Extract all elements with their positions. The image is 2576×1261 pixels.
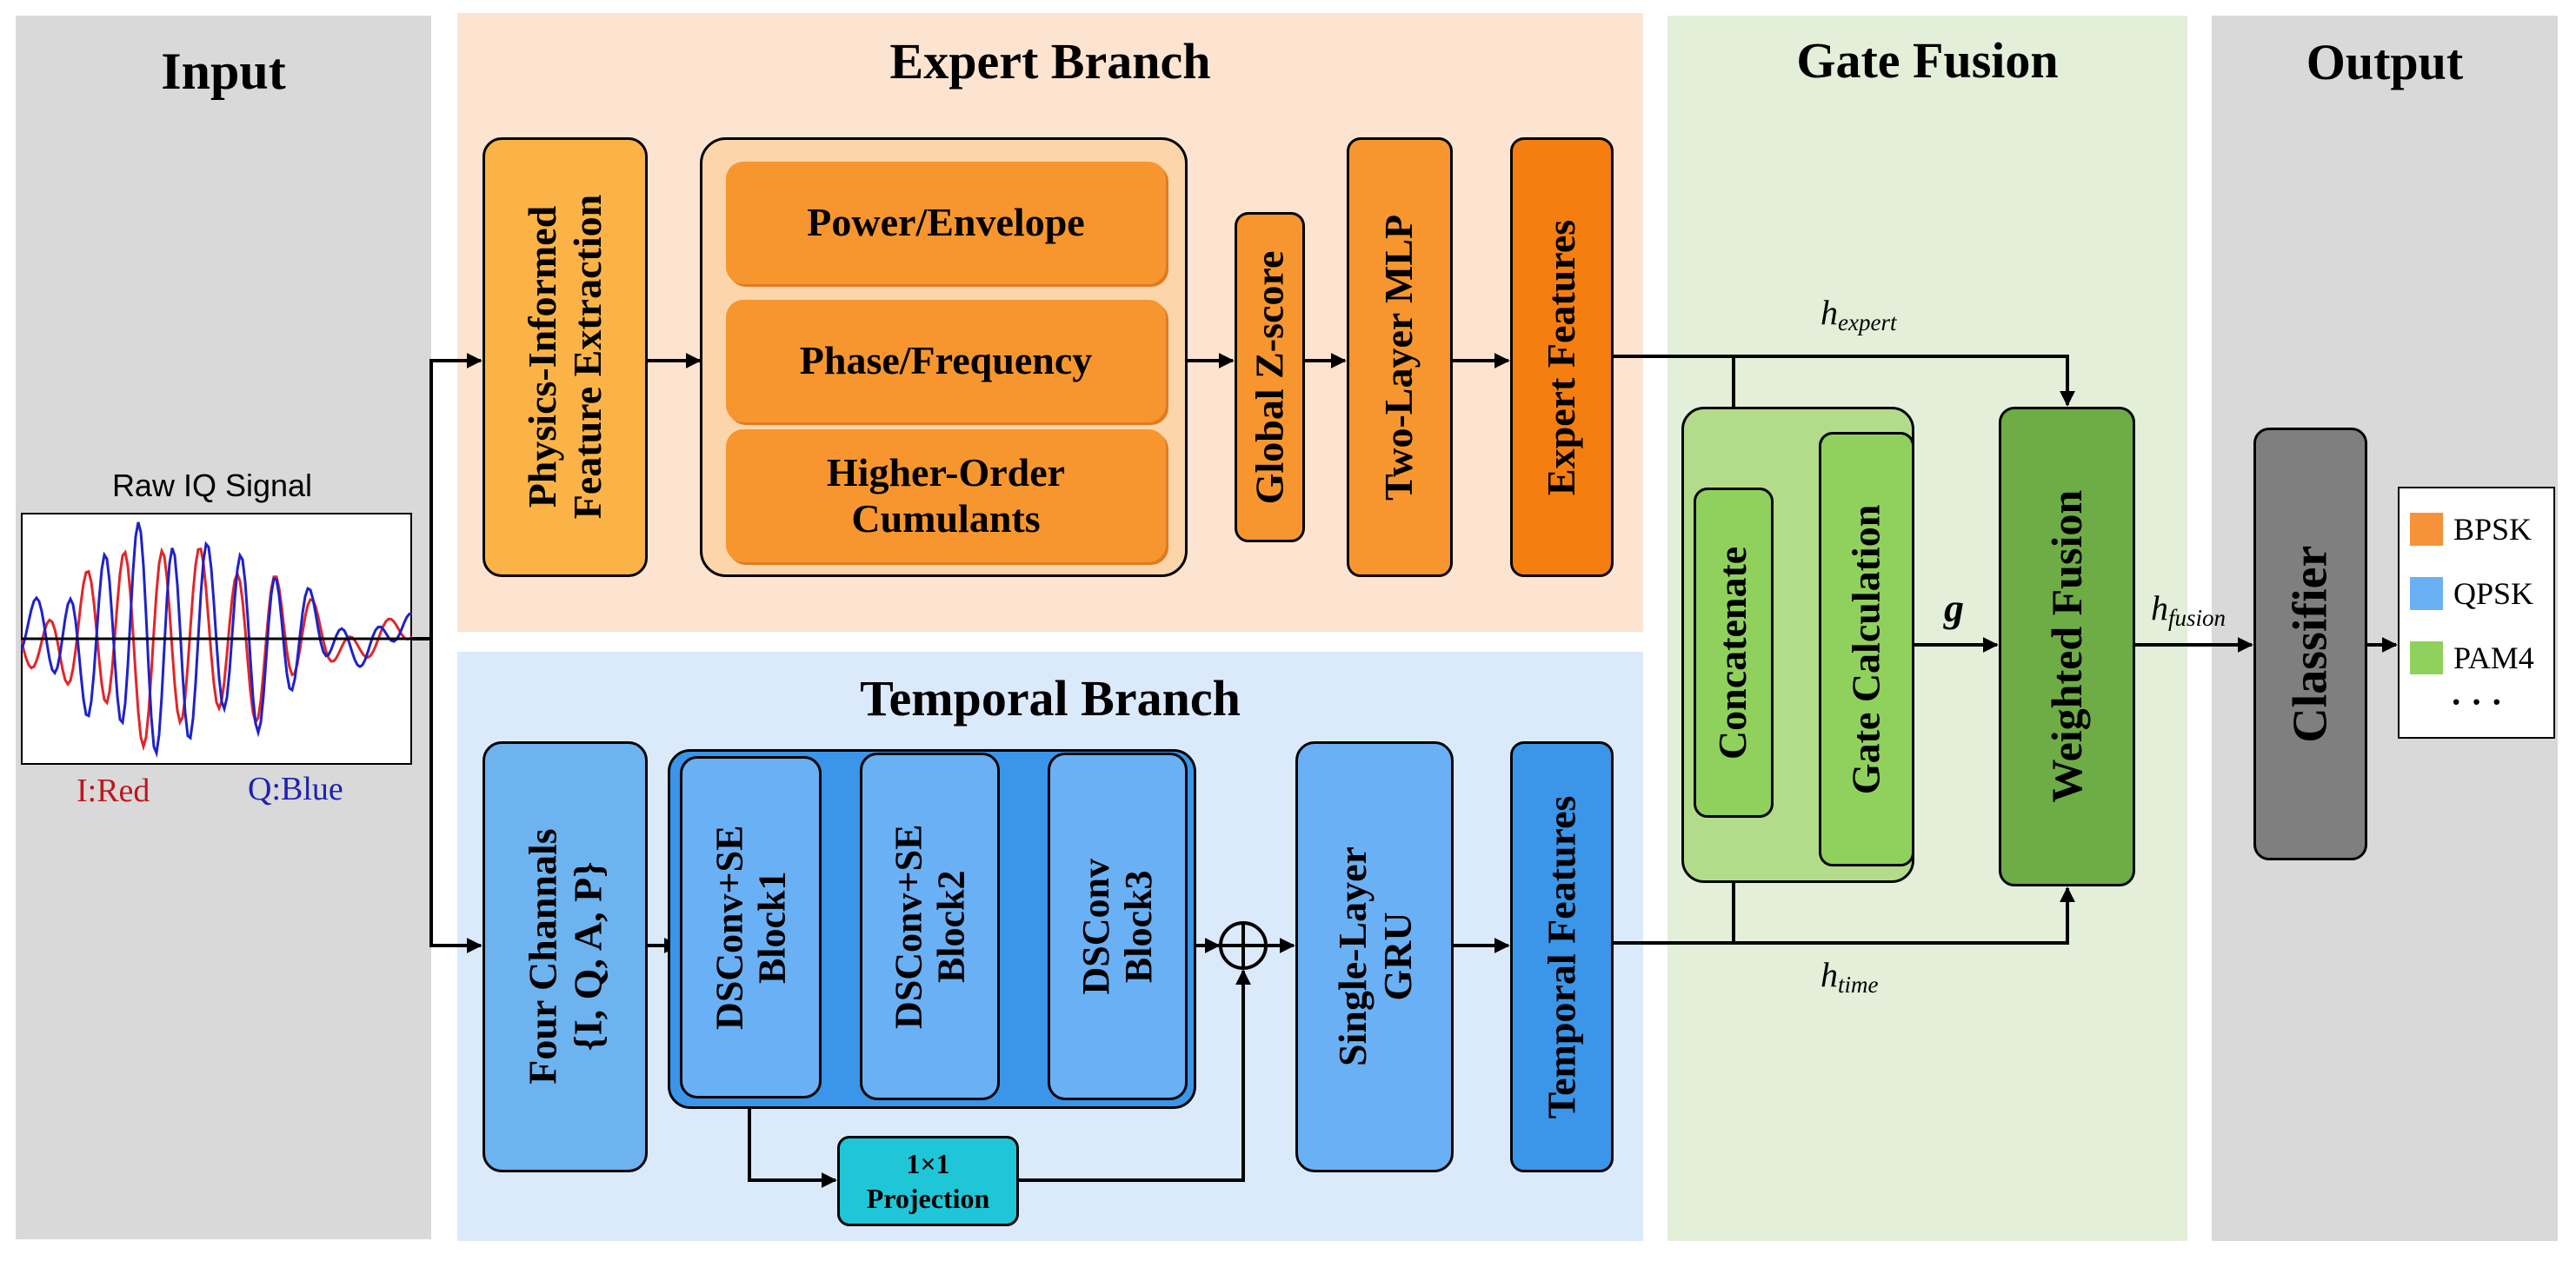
single-layer-gru-box: Single-Layer GRU — [1295, 741, 1454, 1172]
two-layer-mlp-box: Two-Layer MLP — [1347, 137, 1453, 577]
projection-line1: 1×1 — [906, 1148, 950, 1179]
classifier-label: Classifier — [2283, 545, 2338, 743]
output-title: Output — [2306, 34, 2464, 90]
projection-line2: Projection — [866, 1183, 990, 1214]
block1-line1: DSConv+SE — [708, 825, 751, 1030]
dsconv-se-block2: DSConv+SE Block2 — [860, 753, 1000, 1100]
class-item-pam4: PAM4 — [2410, 640, 2534, 676]
block2-line2: Block2 — [929, 870, 973, 983]
gru-line1: Single-Layer — [1329, 846, 1375, 1067]
projection-box: 1×1 Projection — [837, 1136, 1019, 1226]
class-more-ellipsis: · · · — [2450, 682, 2503, 721]
qpsk-swatch — [2410, 577, 2443, 610]
temporal-features-label: Temporal Features — [1539, 795, 1584, 1118]
h-time-label: htime — [1821, 955, 1879, 998]
expert-branch-title: Expert Branch — [889, 33, 1211, 90]
class-item-bpsk: BPSK — [2410, 511, 2532, 548]
h-fusion-label: hfusion — [2151, 588, 2227, 631]
expert-features-label: Expert Features — [1539, 219, 1584, 495]
z-score-label: Global Z-score — [1247, 250, 1292, 504]
concatenate-label: Concatenate — [1710, 546, 1755, 760]
physics-informed-feature-extraction-box: Physics-Informed Feature Extraction — [483, 137, 648, 577]
h-expert-label: hexpert — [1821, 293, 1897, 335]
raw-iq-signal-plot — [21, 513, 412, 765]
dsconv-block3: DSConv Block3 — [1048, 753, 1188, 1100]
feature-extraction-line1: Physics-Informed — [520, 206, 565, 508]
q-legend-label: Q:Blue — [248, 771, 343, 807]
channels-line1: Four Channals — [520, 828, 565, 1085]
higher-order-cumulants-box: Higher-Order Cumulants — [726, 429, 1166, 562]
temporal-branch-title: Temporal Branch — [860, 670, 1241, 727]
four-channels-box: Four Channals {I, Q, A, P} — [483, 741, 648, 1172]
weighted-fusion-box: Weighted Fusion — [1999, 407, 2135, 886]
block2-line1: DSConv+SE — [887, 824, 930, 1029]
dsconv-se-block1: DSConv+SE Block1 — [680, 756, 822, 1098]
pam4-swatch — [2410, 641, 2443, 674]
gate-calculation-box: Gate Calculation — [1819, 432, 1914, 866]
class-item-qpsk: QPSK — [2410, 575, 2533, 612]
concatenate-box: Concatenate — [1694, 488, 1774, 818]
input-title: Input — [161, 43, 286, 100]
block1-line2: Block1 — [750, 871, 794, 984]
g-label: g — [1944, 586, 1964, 630]
block3-line1: DSConv — [1075, 858, 1118, 995]
block3-line2: Block3 — [1117, 870, 1161, 983]
temporal-features-box: Temporal Features — [1510, 741, 1614, 1172]
expert-features-box: Expert Features — [1510, 137, 1614, 577]
power-envelope-box: Power/Envelope — [726, 162, 1166, 284]
gru-line2: GRU — [1375, 912, 1420, 1002]
global-z-score-box: Global Z-score — [1235, 212, 1305, 542]
classifier-box: Classifier — [2253, 428, 2367, 860]
q-signal-wave — [21, 521, 412, 759]
i-legend-label: I:Red — [77, 773, 150, 809]
phase-frequency-box: Phase/Frequency — [726, 300, 1166, 422]
signal-title: Raw IQ Signal — [111, 468, 313, 503]
feature-extraction-line2: Feature Extraction — [565, 195, 609, 520]
mlp-label: Two-Layer MLP — [1376, 214, 1421, 501]
bpsk-swatch — [2410, 513, 2443, 546]
weighted-fusion-label: Weighted Fusion — [2041, 490, 2091, 803]
channels-line2: {I, Q, A, P} — [565, 862, 610, 1052]
gate-calculation-label: Gate Calculation — [1843, 504, 1888, 794]
gate-fusion-title: Gate Fusion — [1796, 32, 2059, 89]
class-list: BPSK QPSK PAM4 · · · — [2398, 487, 2555, 739]
